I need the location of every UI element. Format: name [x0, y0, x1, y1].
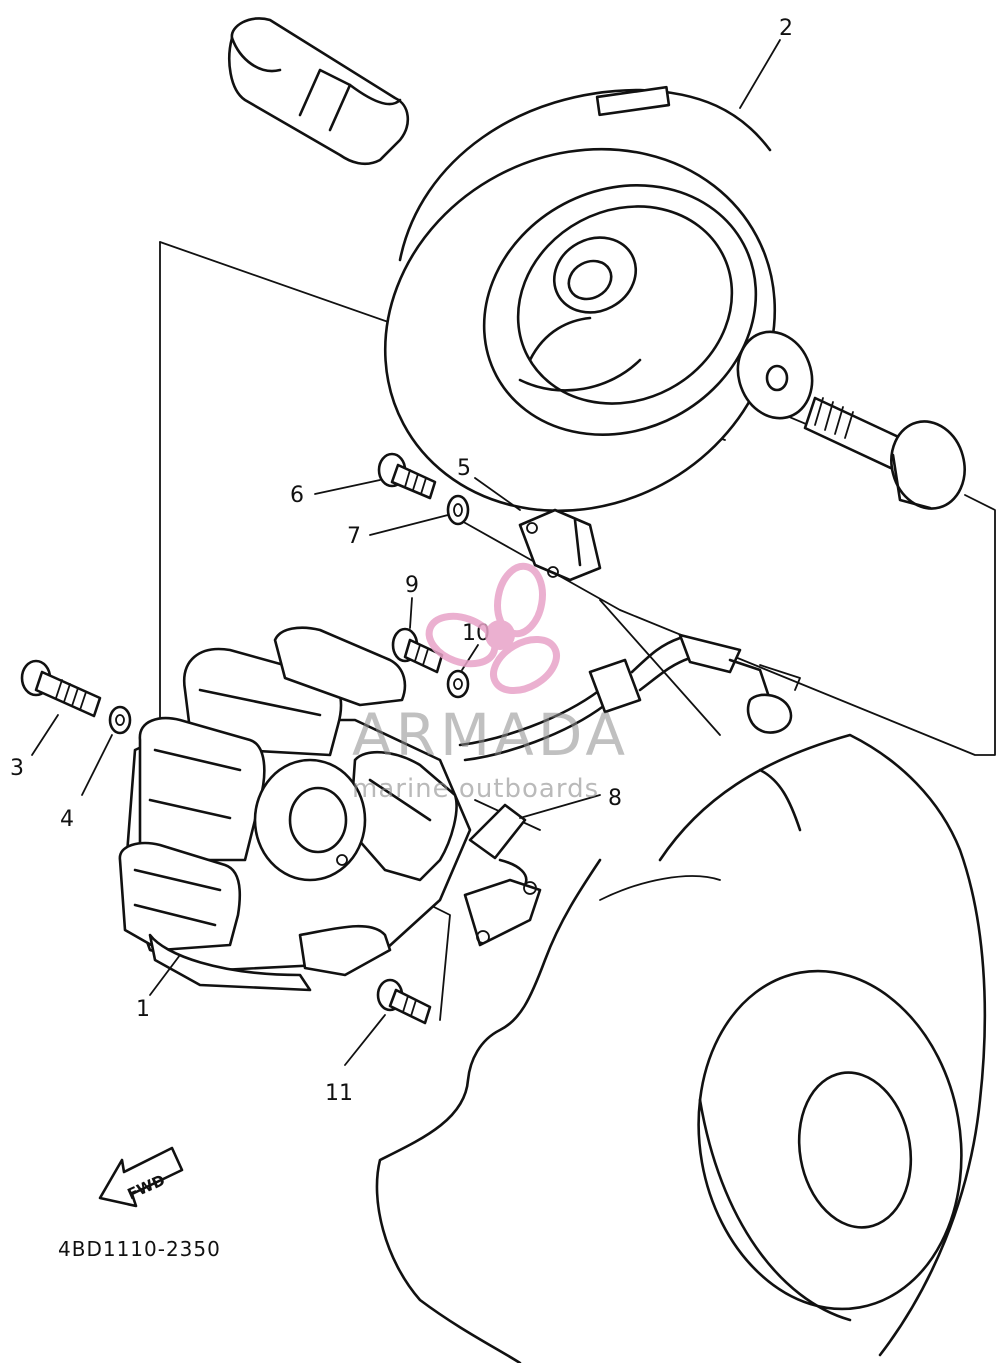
sleeve-part — [228, 17, 409, 166]
callout-11: 11 — [325, 1081, 353, 1106]
watermark-tagline: marine outboards — [352, 774, 599, 804]
callout-2: 2 — [779, 16, 793, 41]
callout-7: 7 — [347, 524, 361, 549]
watermark: ARMADA marine outboards — [352, 562, 629, 804]
callout-5: 5 — [457, 456, 471, 481]
callout-6: 6 — [290, 483, 304, 508]
bolt-3 — [20, 659, 102, 718]
wire-harness — [458, 633, 801, 762]
propeller-logo — [425, 562, 560, 695]
washer-10 — [446, 669, 470, 699]
clamp-5 — [518, 508, 602, 582]
flywheel-rotor — [383, 85, 777, 513]
fwd-arrow: FWD — [98, 1146, 184, 1208]
screw-11 — [376, 978, 432, 1025]
callout-8: 8 — [608, 786, 622, 811]
callout-1: 1 — [136, 997, 150, 1022]
watermark-brand: ARMADA — [352, 701, 629, 769]
callout-labels: 2 5 6 7 9 10 3 4 8 1 11 — [10, 16, 793, 1106]
flywheel-nut — [736, 330, 814, 420]
screw-9 — [391, 627, 444, 674]
callout-9: 9 — [405, 573, 419, 598]
washer-7 — [446, 494, 470, 526]
screw-6 — [377, 452, 437, 500]
pulser-coil-8 — [463, 803, 542, 947]
leader-lines — [31, 39, 781, 1066]
callout-3: 3 — [10, 756, 24, 781]
crankcase — [375, 733, 987, 1363]
flywheel-bolt — [803, 396, 966, 510]
callout-4: 4 — [60, 807, 74, 832]
stator-assembly — [118, 626, 472, 992]
washer-4 — [108, 705, 132, 735]
part-code: 4BD1110-2350 — [58, 1237, 221, 1261]
